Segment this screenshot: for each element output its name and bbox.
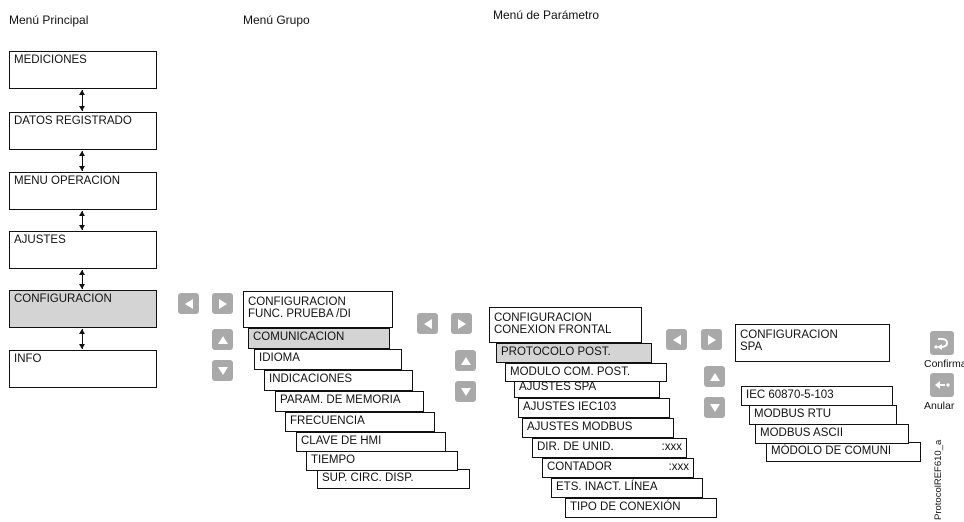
param-menu-item-contador[interactable]: CONTADOR :xxx (542, 458, 694, 478)
main-menu-item-mediciones[interactable]: MEDICIONES (9, 51, 157, 89)
group-menu-item[interactable]: SUP. CIRC. DISP. (317, 469, 470, 489)
arrow-up-icon (460, 356, 471, 365)
group-menu-title: CONFIGURACION FUNC. PRUEBA /DI (243, 291, 393, 328)
param-item-value: :xxx (661, 441, 682, 453)
left-arrow-button[interactable] (178, 293, 199, 314)
arrow-right-icon (218, 298, 227, 309)
protocol-menu-item[interactable]: IEC 60870-5-103 (741, 386, 893, 406)
protocol-menu-item[interactable]: MODBUS ASCII (755, 424, 909, 444)
arrow-left-icon (423, 318, 432, 329)
group-menu-item[interactable]: TIEMPO (306, 451, 458, 471)
main-menu-item-menu-operacion[interactable]: MENU OPERACION (9, 172, 157, 210)
group-menu-item[interactable]: IDIOMA (254, 349, 402, 370)
arrow-down-icon (460, 387, 471, 396)
enter-icon (934, 337, 949, 350)
up-arrow-button[interactable] (704, 366, 725, 387)
confirm-label: Confirmar (924, 358, 964, 370)
param-menu-item-selected[interactable]: PROTOCOLO POST. (496, 343, 652, 363)
right-arrow-button[interactable] (451, 313, 472, 334)
down-arrow-button[interactable] (455, 381, 476, 402)
protocol-menu-item[interactable]: MÓDOLO DE COMUNI (766, 442, 921, 462)
arrow-left-icon (672, 334, 681, 345)
main-menu-item-ajustes[interactable]: AJUSTES (9, 231, 157, 269)
up-arrow-button[interactable] (212, 329, 233, 350)
arrow-left-icon (184, 298, 193, 309)
group-menu-item[interactable]: CLAVE DE HMI (296, 432, 446, 452)
param-item-value: :xxx (668, 461, 689, 473)
param-menu-item[interactable]: TIPO DE CONEXIÓN (565, 498, 717, 518)
down-arrow-button[interactable] (704, 397, 725, 418)
group-menu-item[interactable]: INDICACIONES (264, 370, 413, 391)
param-menu-item[interactable]: AJUSTES MODBUS (522, 418, 674, 438)
figure-id: ProtocolREF610_a (933, 439, 944, 520)
protocol-menu-title: CONFIGURACION SPA (735, 324, 890, 362)
cancel-button[interactable] (930, 373, 954, 397)
group-menu-title-line1: CONFIGURACION (248, 296, 346, 308)
param-menu-item[interactable]: MODULO COM. POST. (505, 363, 667, 382)
group-menu-title-line2: FUNC. PRUEBA /DI (248, 308, 351, 320)
group-menu-item[interactable]: FRECUENCIA (285, 412, 435, 432)
param-menu-item[interactable]: AJUSTES IEC103 (518, 398, 670, 418)
right-arrow-button[interactable] (212, 293, 233, 314)
param-menu-title: CONFIGURACION CONEXION FRONTAL (489, 307, 642, 343)
arrow-up-icon (217, 335, 228, 344)
confirm-button[interactable] (930, 331, 954, 355)
main-menu-item-info[interactable]: INFO (9, 350, 157, 388)
param-item-label: CONTADOR (547, 461, 612, 473)
param-item-label: DIR. DE UNID. (537, 441, 614, 453)
arrow-up-icon (709, 372, 720, 381)
back-icon (935, 381, 950, 389)
left-arrow-button[interactable] (417, 313, 438, 334)
main-menu-header: Menú Principal (9, 13, 89, 27)
arrow-down-icon (709, 403, 720, 412)
group-menu-item-selected[interactable]: COMUNICACION (248, 328, 390, 349)
protocol-menu-title-line1: CONFIGURACION (740, 329, 838, 341)
right-arrow-button[interactable] (701, 329, 722, 350)
arrow-right-icon (457, 318, 466, 329)
protocol-menu-item[interactable]: MODBUS RTU (749, 405, 897, 425)
protocol-menu-title-line2: SPA (740, 341, 763, 353)
up-arrow-button[interactable] (455, 350, 476, 371)
arrow-right-icon (707, 334, 716, 345)
main-menu-item-datos-registrado[interactable]: DATOS REGISTRADO (9, 112, 157, 150)
param-menu-item[interactable]: AJUSTES SPA (514, 378, 660, 398)
param-menu-item[interactable]: ETS. INACT. LÍNEA (551, 478, 703, 498)
left-arrow-button[interactable] (666, 329, 687, 350)
down-arrow-button[interactable] (212, 360, 233, 381)
group-menu-item[interactable]: PARAM. DE MEMORIA (275, 391, 424, 412)
group-menu-header: Menú Grupo (243, 13, 310, 27)
parameter-menu-header: Menú de Parámetro (493, 8, 600, 22)
arrow-down-icon (217, 366, 228, 375)
param-menu-item-dir-unid[interactable]: DIR. DE UNID. :xxx (532, 438, 687, 458)
cancel-label: Anular (924, 400, 955, 412)
main-menu-item-configuracion[interactable]: CONFIGURACION (9, 290, 157, 328)
param-menu-title-line2: CONEXION FRONTAL (494, 324, 612, 336)
param-menu-title-line1: CONFIGURACION (494, 312, 592, 324)
